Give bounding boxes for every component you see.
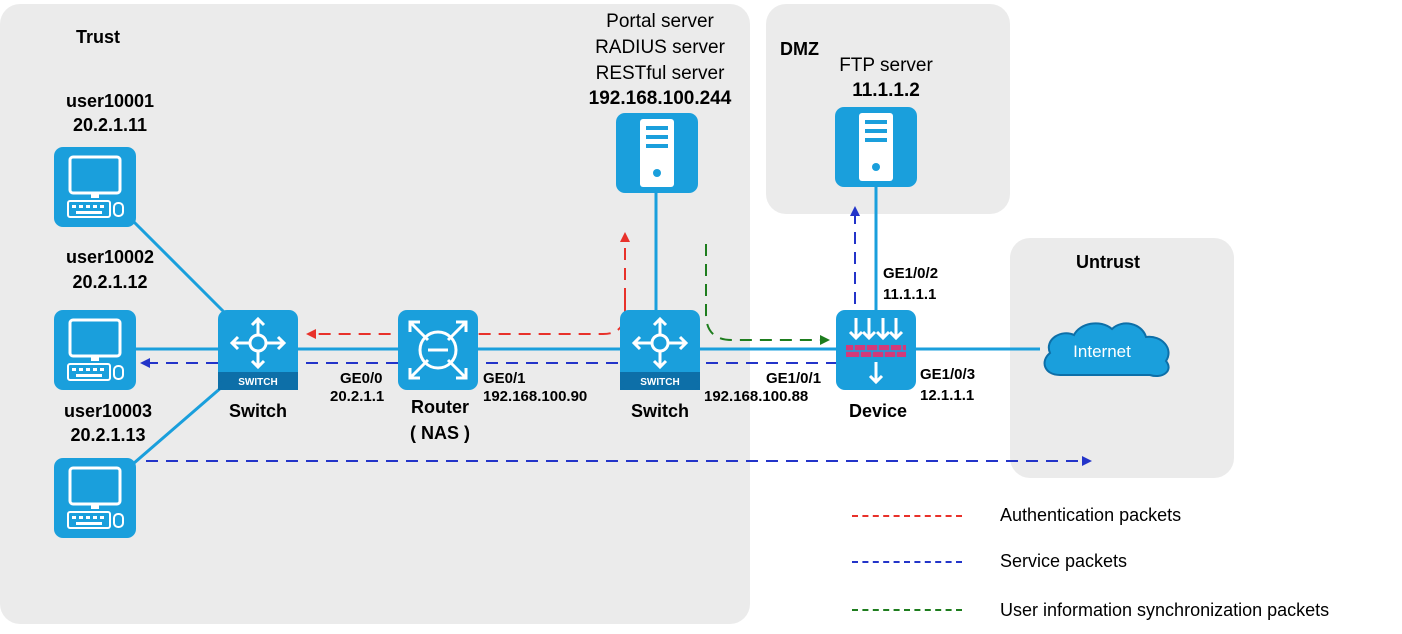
internet-label: Internet [1073, 342, 1131, 361]
router-icon [398, 310, 478, 390]
pc-icon [54, 147, 136, 227]
legend-sync-line [852, 609, 962, 611]
portal-server-line3: RESTful server [595, 63, 725, 84]
server-icon [616, 113, 698, 193]
user2-ip: 20.2.1.12 [72, 272, 148, 292]
pc-icon [54, 458, 136, 538]
trust-zone-label: Trust [76, 27, 121, 47]
router-sublabel: ( NAS ) [410, 423, 470, 443]
link-user3-switch [125, 378, 231, 472]
switch-icon: SWITCH [218, 310, 298, 390]
user1-ip: 20.2.1.11 [72, 115, 148, 135]
switch-right-label: Switch [630, 401, 689, 421]
internet-cloud-icon [1043, 322, 1170, 377]
router-ge00-name: GE0/0 [340, 370, 383, 387]
legend-auth-line [852, 515, 962, 517]
untrust-zone-label: Untrust [1076, 252, 1140, 272]
switch-badge: SWITCH [238, 377, 277, 388]
user2-name: user10002 [65, 247, 155, 267]
user3-ip: 20.2.1.13 [70, 425, 146, 445]
device-ge101-ip: 192.168.100.88 [704, 388, 809, 405]
legend-auth-label: Authentication packets [1000, 505, 1182, 525]
link-user1-switch [124, 212, 232, 320]
portal-server-ip: 192.168.100.244 [588, 88, 732, 109]
server-icon [835, 107, 917, 187]
device-ge103-ip: 12.1.1.1 [920, 387, 975, 404]
router-label: Router [411, 397, 469, 417]
switch-badge: SWITCH [640, 377, 679, 388]
device-label: Device [848, 401, 908, 421]
pc-icon [54, 310, 136, 390]
router-ge01-ip: 192.168.100.90 [483, 388, 588, 405]
ftp-server-name: FTP server [839, 55, 933, 76]
sync-flow-arrow [705, 244, 830, 345]
switch-icon: SWITCH [620, 310, 700, 390]
firewall-icon [836, 310, 916, 390]
user1-name: user10001 [65, 91, 155, 111]
dmz-zone-label: DMZ [780, 39, 819, 59]
device-ge103-name: GE1/0/3 [920, 366, 976, 383]
portal-server-line2: RADIUS server [595, 37, 725, 58]
user3-name: user10003 [63, 401, 153, 421]
device-ge101-name: GE1/0/1 [766, 370, 822, 387]
device-ge102-name: GE1/0/2 [883, 265, 939, 282]
legend-service-line [852, 561, 962, 563]
auth-flow-arrow [306, 300, 626, 339]
router-ge01-name: GE0/1 [483, 370, 526, 387]
legend-sync-label: User information synchronization packets [1000, 600, 1330, 620]
router-ge00-ip: 20.2.1.1 [330, 388, 385, 405]
legend-service-label: Service packets [1000, 551, 1128, 571]
device-ge102-ip: 11.1.1.1 [883, 286, 937, 303]
portal-server-line1: Portal server [606, 11, 714, 32]
switch-left-label: Switch [228, 401, 287, 421]
ftp-server-ip: 11.1.1.2 [852, 80, 920, 101]
